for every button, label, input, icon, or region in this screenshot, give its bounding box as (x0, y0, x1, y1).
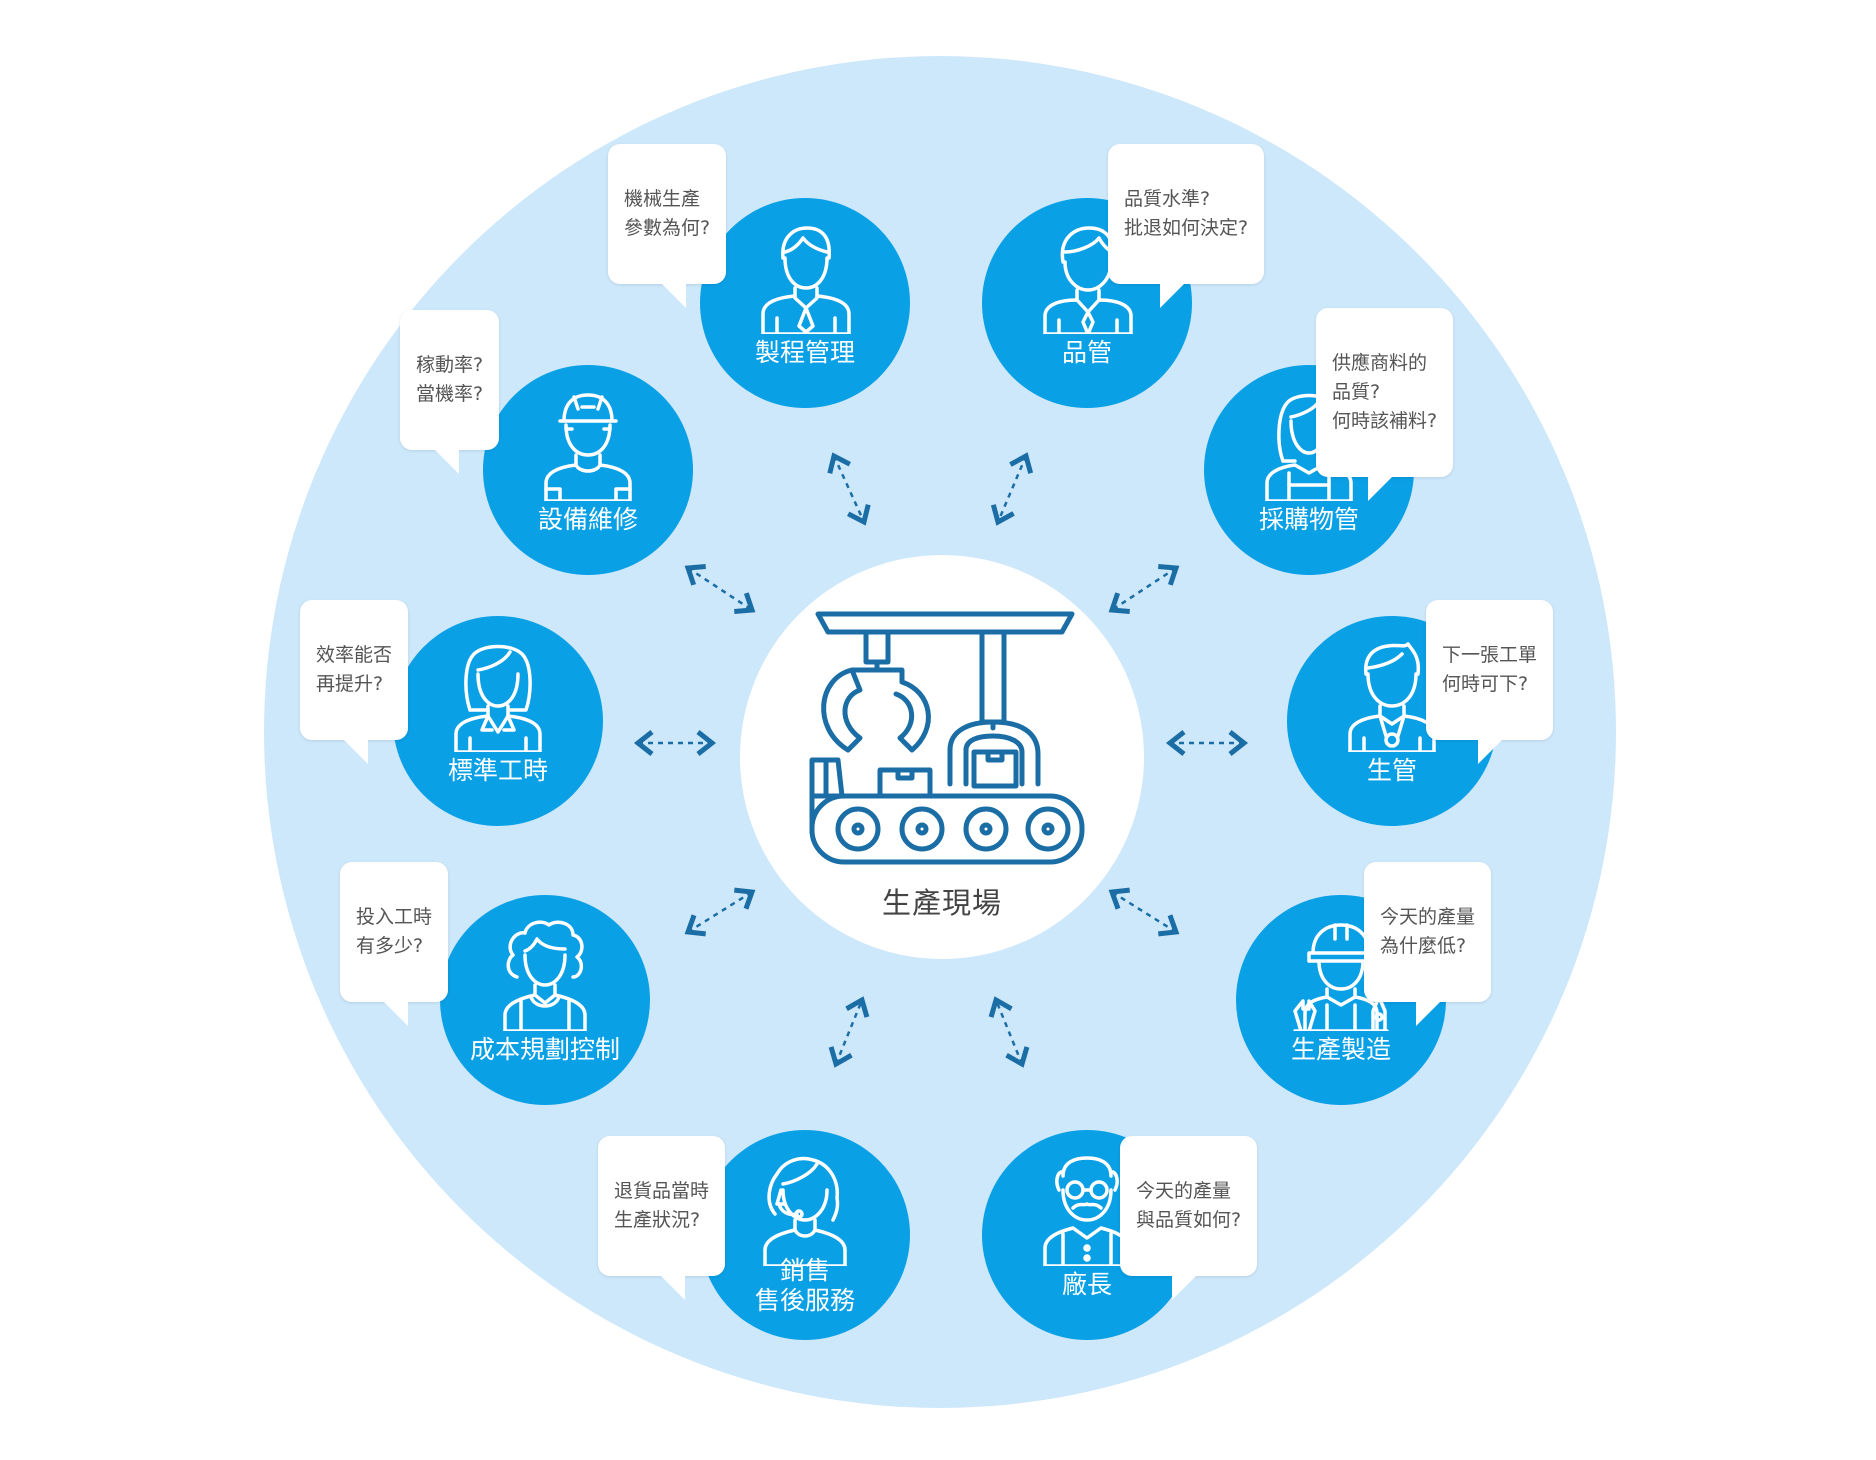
node-label: 品管 (1061, 338, 1112, 367)
bubble-tail (382, 1000, 409, 1026)
bubble-text: 品質水準? 批退如何決定? (1124, 188, 1249, 239)
bubble-text: 今天的產量 為什麼低? (1380, 906, 1476, 957)
worker-cap-icon (544, 393, 632, 501)
bubble-text: 投入工時 有多少? (356, 906, 433, 957)
center-circle (740, 555, 1144, 959)
speech-bubble-standard-hours: 效率能否 再提升? (300, 600, 409, 764)
node-quality-control: 品管 (982, 198, 1192, 408)
center-label: 生產現場 (881, 886, 1002, 920)
speech-bubble-process-management: 機械生產 參數為何? (608, 144, 727, 308)
bubble-tail (660, 282, 687, 308)
bubble-tail (1172, 1274, 1198, 1300)
node-label: 標準工時 (447, 756, 548, 785)
node-label: 銷售 售後服務 (754, 1256, 855, 1315)
speech-bubble-production-control: 下一張工單 何時可下? (1426, 600, 1554, 764)
node-label: 成本規劃控制 (469, 1035, 620, 1064)
node-process-management: 製程管理 (700, 198, 910, 408)
speech-bubble-quality-control: 品質水準? 批退如何決定? (1108, 144, 1265, 308)
bubble-tail (342, 738, 369, 764)
worker-hardhat-tools-icon (1293, 923, 1389, 1031)
node-label: 採購物管 (1258, 505, 1359, 534)
bubble-text: 效率能否 再提升? (316, 644, 393, 695)
node-label: 生管 (1366, 756, 1417, 785)
speech-bubble-cost-planning: 投入工時 有多少? (340, 862, 449, 1026)
node-label: 設備維修 (537, 505, 638, 534)
bubble-tail (1160, 282, 1186, 308)
node-cost-planning: 成本規劃控制 (440, 895, 650, 1105)
bubble-tail (433, 448, 460, 474)
speech-bubble-plant-manager: 今天的產量 與品質如何? (1120, 1136, 1258, 1300)
engineer-man-icon (761, 226, 851, 334)
bubble-text: 今天的產量 與品質如何? (1136, 1180, 1242, 1231)
bubble-tail (1478, 738, 1504, 764)
bubble-tail (659, 1274, 686, 1300)
node-sales-service: 銷售 售後服務 (700, 1130, 910, 1340)
bubble-tail (1368, 475, 1394, 501)
bubble-text: 供應商料的 品質? 何時該補料? (1332, 352, 1438, 432)
bubble-tail (1416, 1000, 1442, 1026)
bubble-text: 稼動率? 當機率? (416, 354, 484, 405)
speech-bubble-equipment-maintenance: 稼動率? 當機率? (400, 310, 500, 474)
speech-bubble-sales-service: 退貨品當時 生產狀況? (598, 1136, 726, 1300)
bubble-text: 下一張工單 何時可下? (1442, 644, 1538, 695)
node-label: 廠長 (1061, 1270, 1112, 1299)
speech-bubble-manufacturing: 今天的產量 為什麼低? (1364, 862, 1492, 1026)
node-label: 生產製造 (1290, 1035, 1391, 1064)
speech-bubble-purchasing: 供應商料的 品質? 何時該補料? (1316, 308, 1454, 501)
bubble-text: 機械生產 參數為何? (624, 188, 711, 239)
bubble-text: 退貨品當時 生產狀況? (614, 1180, 710, 1231)
woman-bob-hair-icon (454, 644, 542, 752)
node-equipment-maintenance: 設備維修 (483, 365, 693, 575)
woman-headset-icon (763, 1156, 847, 1266)
factory-robot-arm-conveyor-icon (809, 611, 1085, 865)
node-label: 製程管理 (754, 338, 855, 367)
woman-curly-hair-icon (503, 920, 587, 1031)
node-standard-hours: 標準工時 (393, 616, 603, 826)
